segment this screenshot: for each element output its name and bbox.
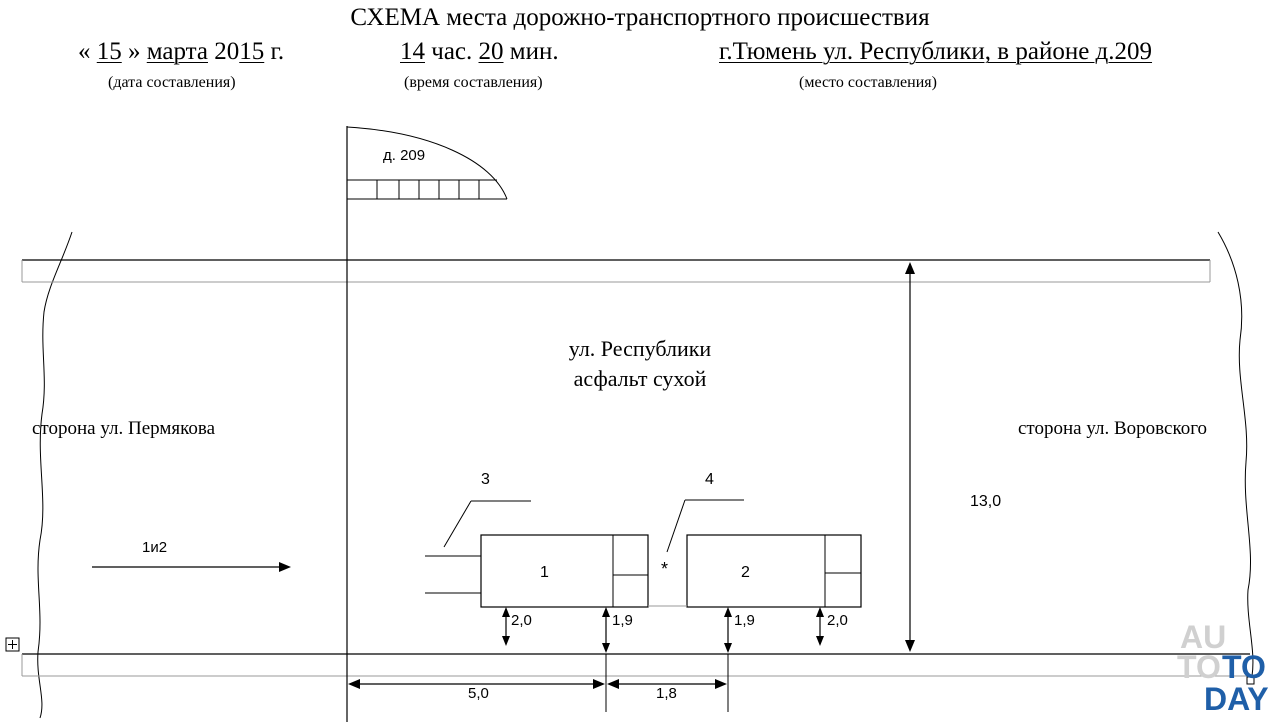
date-year-unit: г. xyxy=(270,38,285,65)
left-break-line xyxy=(37,231,73,719)
callout-3-leader xyxy=(443,500,531,548)
watermark-line-4: DAY xyxy=(1204,681,1269,717)
car-1-trail-lines xyxy=(425,555,481,594)
dimension-1-8-value: 1,8 xyxy=(656,685,677,702)
right-side-label: сторона ул. Воровского xyxy=(1018,418,1208,439)
time-minutes-unit: мин. xyxy=(509,38,559,65)
callout-3-label: 3 xyxy=(481,471,490,488)
dimension-5-0 xyxy=(348,679,605,689)
watermark-line-3: TO xyxy=(1222,649,1266,685)
dimension-5-0-value: 5,0 xyxy=(468,685,489,702)
watermark-line-2: TO xyxy=(1177,649,1221,685)
dimension-1-8 xyxy=(607,679,727,689)
direction-label: 1и2 xyxy=(142,539,167,556)
street-name-label: ул. Республики xyxy=(568,336,712,361)
date-caption: (дата составления) xyxy=(108,74,236,91)
vehicle-1-label: 1 xyxy=(540,564,549,581)
left-side-label: сторона ул. Пермякова xyxy=(32,418,216,439)
time-hours: 14 xyxy=(400,38,425,65)
distance-car1-rear-value: 2,0 xyxy=(511,612,532,629)
distance-arrow-car2-rear xyxy=(724,607,732,653)
time-caption: (время составления) xyxy=(404,74,543,91)
distance-car1-front-value: 1,9 xyxy=(612,612,633,629)
compilation-date: « 15 » марта 2015 г. xyxy=(78,38,284,66)
distance-arrow-car1-front xyxy=(602,607,610,653)
right-break-line xyxy=(1217,231,1254,677)
distance-car2-rear-value: 1,9 xyxy=(734,612,755,629)
road-width-dimension xyxy=(905,262,915,652)
date-quote-open: « xyxy=(78,38,91,65)
table-move-handle-icon[interactable] xyxy=(5,637,20,652)
callout-4-label: 4 xyxy=(705,471,714,488)
vehicle-2-label: 2 xyxy=(741,564,750,581)
place-caption: (место составления) xyxy=(799,74,937,91)
distance-car2-front-value: 2,0 xyxy=(827,612,848,629)
road-top-edge xyxy=(21,259,1211,283)
date-month: марта xyxy=(146,38,208,65)
building-label: д. 209 xyxy=(383,147,425,164)
watermark-line-1: AU xyxy=(1180,619,1227,655)
impact-point-mark: * xyxy=(661,559,668,579)
scheme-title: СХЕМА места дорожно-транспортного происш… xyxy=(350,4,930,31)
building-209 xyxy=(346,126,508,200)
road-surface-label: асфальт сухой xyxy=(573,366,707,391)
road-bottom-edge xyxy=(21,653,1250,677)
vehicle-2 xyxy=(686,534,862,608)
vehicle-1 xyxy=(480,534,649,608)
direction-arrow xyxy=(92,562,291,572)
date-quote-close: » xyxy=(128,38,141,65)
date-day: 15 xyxy=(96,38,122,65)
date-year-prefix: 20 xyxy=(214,38,240,65)
road-width-value: 13,0 xyxy=(970,493,1001,510)
compilation-place: г.Тюмень ул. Республики, в районе д.209 xyxy=(719,38,1153,65)
time-hours-unit: час. xyxy=(431,38,473,65)
callout-4-leader xyxy=(666,499,744,553)
date-year-suffix: 15 xyxy=(239,38,265,65)
compilation-time: 14 час. 20 мин. xyxy=(400,38,559,66)
distance-arrow-car2-front xyxy=(816,607,824,646)
time-minutes: 20 xyxy=(478,38,504,65)
table-resize-handle[interactable] xyxy=(1246,676,1255,685)
distance-arrow-car1-rear xyxy=(502,607,510,646)
